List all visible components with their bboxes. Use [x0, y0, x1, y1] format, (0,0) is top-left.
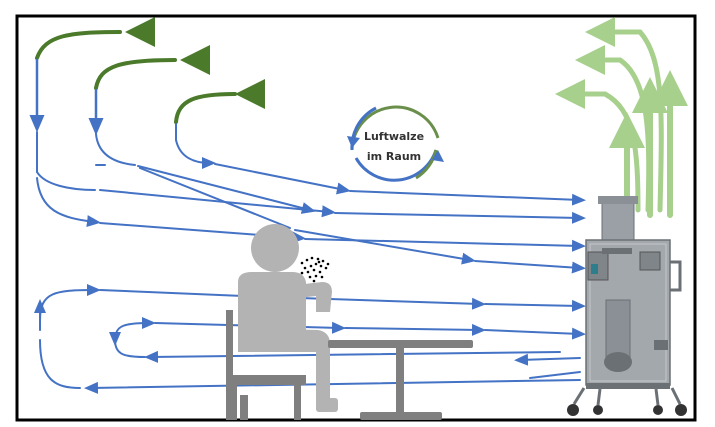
aerosol-particles-icon — [300, 256, 330, 283]
circulation-label-line2: im Raum — [367, 150, 421, 163]
person-icon — [238, 224, 338, 412]
table-icon — [328, 340, 473, 420]
green-airflow-arrows — [35, 17, 688, 218]
blue-airflow-arrows — [29, 58, 586, 394]
air-purifier-icon — [567, 196, 687, 416]
circulation-label-line1: Luftwalze — [364, 130, 424, 143]
chair-icon — [226, 310, 306, 420]
circulation-icon: Luftwalze im Raum — [347, 105, 444, 182]
